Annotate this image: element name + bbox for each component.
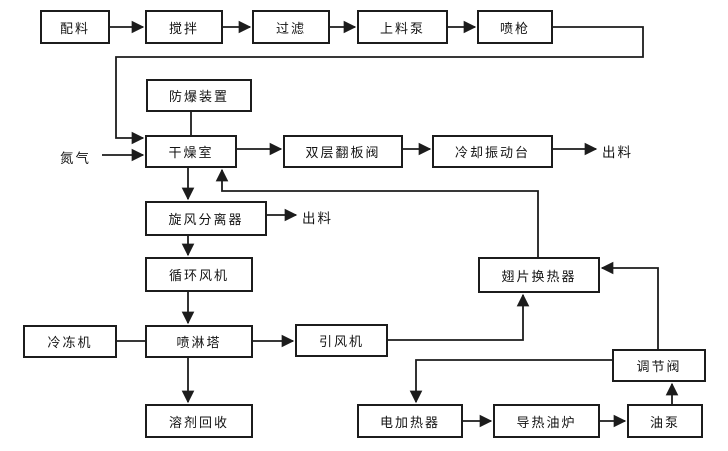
node-lengdongji: 冷冻机 (23, 325, 117, 358)
edge-penqiang-ganzaoshi (115, 26, 644, 145)
node-penlinta-label: 喷淋塔 (176, 336, 222, 351)
node-tiaojiefa-label: 调节阀 (636, 360, 682, 375)
node-dianjiareqi: 电加热器 (357, 404, 463, 438)
node-ganzaoshi-label: 干燥室 (168, 146, 214, 161)
node-xunhuanfengji-label: 循环风机 (168, 269, 229, 284)
label-outlet-discharge: 出料 (602, 145, 633, 161)
node-xuanfengfenliqi: 旋风分离器 (145, 201, 267, 236)
node-chipianhuanreqi: 翅片换热器 (478, 257, 600, 293)
node-tiaojiefa: 调节阀 (612, 349, 706, 382)
node-penqiang-label: 喷枪 (499, 21, 530, 37)
node-peiliao-label: 配料 (59, 21, 90, 37)
node-shangliaobeng: 上料泵 (357, 10, 448, 44)
node-penqiang: 喷枪 (477, 10, 553, 44)
node-guolv-label: 过滤 (275, 21, 306, 37)
node-shuangcengfanbanfa: 双层翻板阀 (283, 135, 403, 168)
node-daoreyoulu: 导热油炉 (493, 404, 600, 438)
edge-yinfengji-chipianhuanreqi (388, 293, 530, 341)
edge-tiaojiefa-dianjiareqi (409, 359, 612, 404)
node-guolv: 过滤 (252, 10, 330, 44)
node-fangbaozhuangzhi-label: 防爆装置 (168, 90, 229, 105)
node-youbeng: 油泵 (627, 404, 703, 438)
node-jiaoban-label: 搅拌 (168, 21, 199, 37)
node-shangliaobeng-label: 上料泵 (379, 21, 425, 37)
node-xunhuanfengji: 循环风机 (145, 257, 253, 292)
node-chipianhuanreqi-label: 翅片换热器 (501, 269, 577, 285)
node-shuangcengfanbanfa-label: 双层翻板阀 (305, 146, 381, 161)
node-yinfengji-label: 引风机 (318, 335, 364, 350)
node-fangbaozhuangzhi: 防爆装置 (146, 79, 252, 112)
node-jiaoban: 搅拌 (145, 10, 223, 44)
node-xuanfengfenliqi-label: 旋风分离器 (168, 213, 244, 228)
node-dianjiareqi-label: 电加热器 (379, 415, 440, 431)
node-lengdongji-label: 冷冻机 (47, 336, 93, 351)
label-outlet-cyclone: 出料 (302, 211, 333, 227)
node-yinfengji: 引风机 (295, 324, 388, 357)
node-peiliao: 配料 (40, 10, 110, 44)
node-ganzaoshi: 干燥室 (145, 135, 237, 168)
label-nitrogen-input: 氮气 (60, 151, 91, 167)
node-lengquezhendongtai-label: 冷却振动台 (454, 146, 530, 161)
node-rongjihuishou: 溶剂回收 (145, 404, 253, 438)
node-daoreyoulu-label: 导热油炉 (516, 415, 577, 431)
node-youbeng-label: 油泵 (649, 415, 680, 431)
edge-tiaojiefa-chipianhuanreqi (600, 261, 659, 349)
node-lengquezhendongtai: 冷却振动台 (432, 135, 553, 168)
node-penlinta: 喷淋塔 (145, 325, 253, 358)
edge-chipianhuanreqi-ganzaoshi (215, 168, 539, 257)
node-rongjihuishou-label: 溶剂回收 (168, 415, 229, 431)
